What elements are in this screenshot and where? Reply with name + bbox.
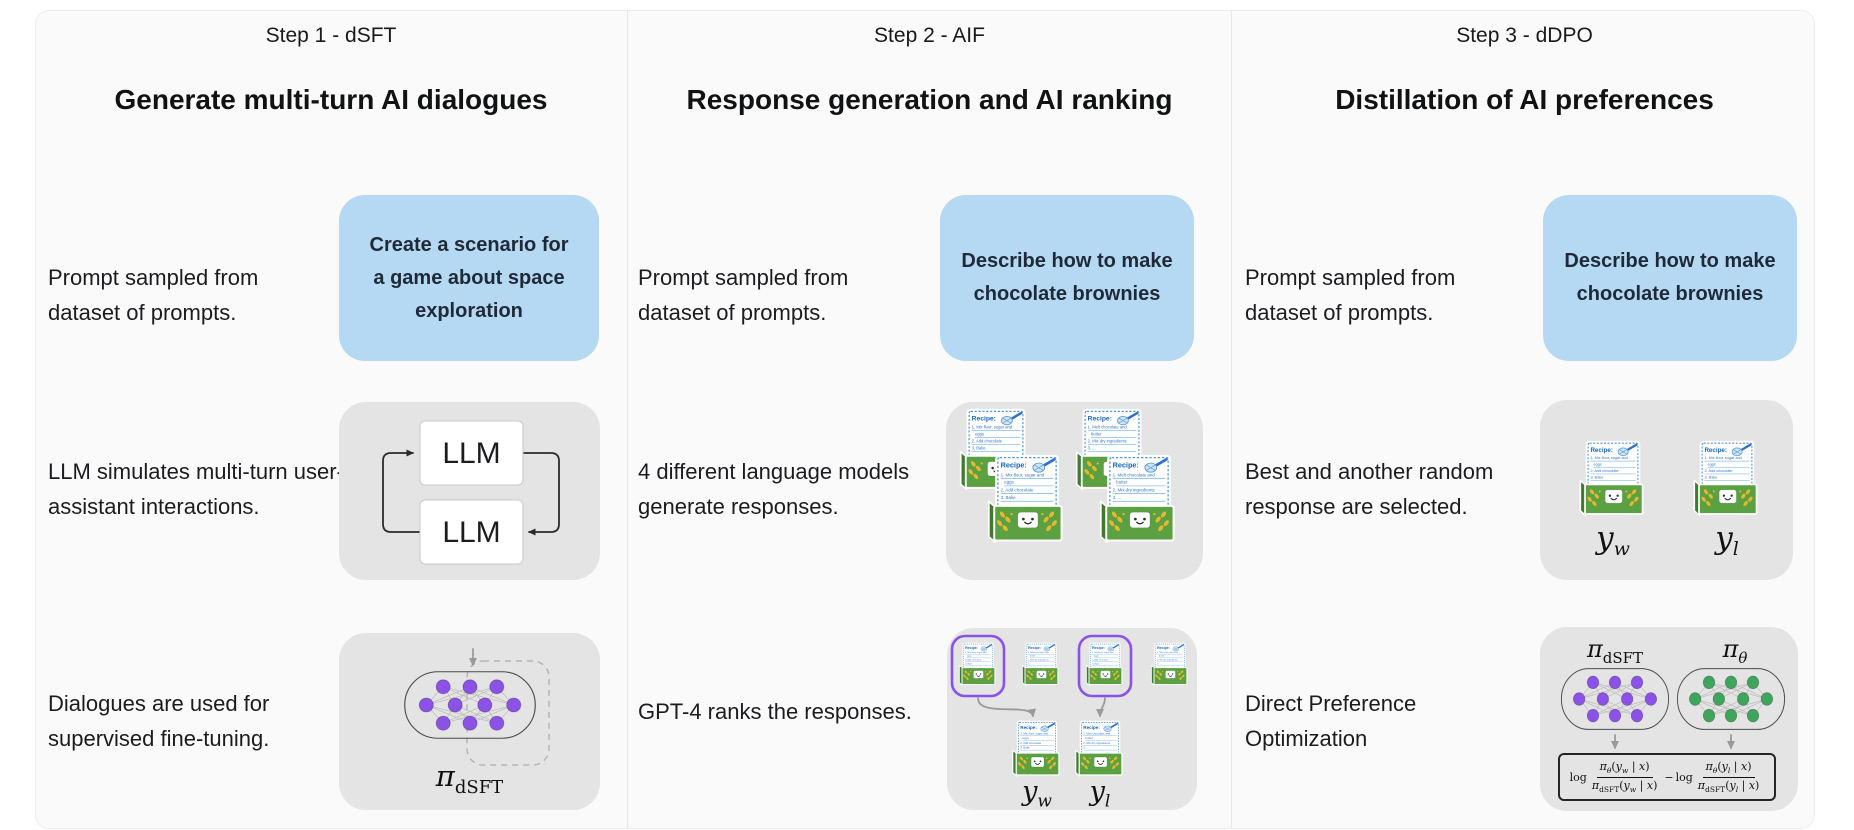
step-label: Step 2 - AIF: [874, 24, 985, 47]
prompt-bubble: Create a scenario for a game about space…: [339, 195, 599, 361]
llm-loop-icon: LLM LLM: [382, 420, 560, 565]
llm-box: [419, 420, 524, 486]
yw-label: yw: [1022, 776, 1052, 812]
recipe-card-icon: [1150, 642, 1188, 687]
row-text: Prompt sampled from dataset of prompts.: [48, 265, 259, 325]
neural-net-icon: [1676, 668, 1786, 730]
recipe-card-icon: [1099, 454, 1175, 544]
selection-ring: [1077, 634, 1133, 698]
sft-model-icon: [404, 648, 550, 766]
recipe-card-icon: [1579, 440, 1644, 517]
rank-arrow: [1096, 697, 1106, 718]
yl-label: yl: [1089, 776, 1111, 812]
recipe-card-icon: [1074, 720, 1123, 778]
row-text: 4 different language models generate res…: [638, 459, 910, 519]
column-title: Response generation and AI ranking: [686, 84, 1173, 115]
prompt-bubble: Describe how to make chocolate brownies: [1543, 195, 1797, 361]
recipe-card-icon: [1011, 720, 1060, 778]
responses-icon: [959, 408, 1175, 544]
row-text: LLM simulates multi-turn user-assistant …: [48, 459, 344, 519]
llm-label: LLM: [442, 437, 500, 470]
column-step2-aif: Step 2 - AIF Response generation and AI …: [628, 10, 1231, 828]
recipe-card-icon: [1693, 440, 1758, 517]
prompt-bubble: Describe how to make chocolate brownies: [940, 195, 1194, 361]
loop-arrow: [382, 449, 421, 533]
step-label: Step 3 - dDPO: [1456, 24, 1593, 47]
pi-dsft-label: πdSFT: [1586, 635, 1644, 667]
selection-ring: [950, 634, 1006, 698]
step-label: Step 1 - dSFT: [265, 24, 397, 47]
row-text: GPT-4 ranks the responses.: [638, 699, 912, 724]
llm-label: LLM: [442, 516, 500, 549]
rank-arrow: [977, 697, 1036, 718]
pi-dsft-label: πdSFT: [435, 759, 504, 798]
diagram-panel: [35, 10, 1815, 829]
recipe-card-icon: [987, 454, 1063, 544]
yl-label: yl: [1715, 520, 1739, 561]
row-text: Prompt sampled from dataset of prompts.: [1245, 265, 1456, 325]
column-title: Distillation of AI preferences: [1335, 84, 1714, 115]
row-text: Best and another random response are sel…: [1245, 459, 1494, 519]
row-text: Direct Preference Optimization: [1245, 691, 1417, 751]
loop-arrow: [522, 452, 560, 536]
dashed-loop: [466, 660, 550, 766]
fraction-rejected: πθ(yl | x) πdSFT(yl | x): [1697, 759, 1760, 794]
llm-box: [419, 499, 524, 565]
yw-label: yw: [1596, 520, 1630, 561]
column-step1-dsft: Step 1 - dSFT Generate multi-turn AI dia…: [35, 10, 627, 828]
sft-model-box: πdSFT: [339, 633, 600, 810]
row-text: Prompt sampled from dataset of prompts.: [638, 265, 849, 325]
ranking-icon: [950, 634, 1188, 778]
pi-theta-label: πθ: [1722, 635, 1748, 667]
responses-box: [946, 402, 1203, 580]
fraction-chosen: πθ(yw | x) πdSFT(yw | x): [1591, 759, 1658, 794]
column-step3-ddpo: Step 3 - dDPO Distillation of AI prefere…: [1232, 10, 1817, 828]
column-title: Generate multi-turn AI dialogues: [114, 84, 548, 115]
llm-loop-box: LLM LLM: [339, 402, 600, 580]
chosen-rejected-box: yw yl: [1540, 400, 1793, 580]
neural-net-icon: [1560, 668, 1670, 730]
ranking-box: yw yl: [947, 628, 1197, 812]
recipe-card-icon: [958, 642, 996, 687]
dpo-formula-box: log πθ(yw | x) πdSFT(yw | x) − log πθ(yl…: [1558, 753, 1776, 801]
column-divider: [1231, 11, 1232, 828]
recipe-card-icon: [1021, 642, 1059, 687]
recipe-card-icon: [1085, 642, 1123, 687]
dpo-icon: [1560, 668, 1786, 750]
neural-net-icon: [404, 671, 536, 739]
dpo-box: πdSFT πθ log πθ(yw | x) πdSFT(yw | x) − …: [1540, 627, 1798, 811]
column-divider: [627, 11, 628, 828]
row-text: Dialogues are used for supervised fine-t…: [48, 691, 270, 751]
